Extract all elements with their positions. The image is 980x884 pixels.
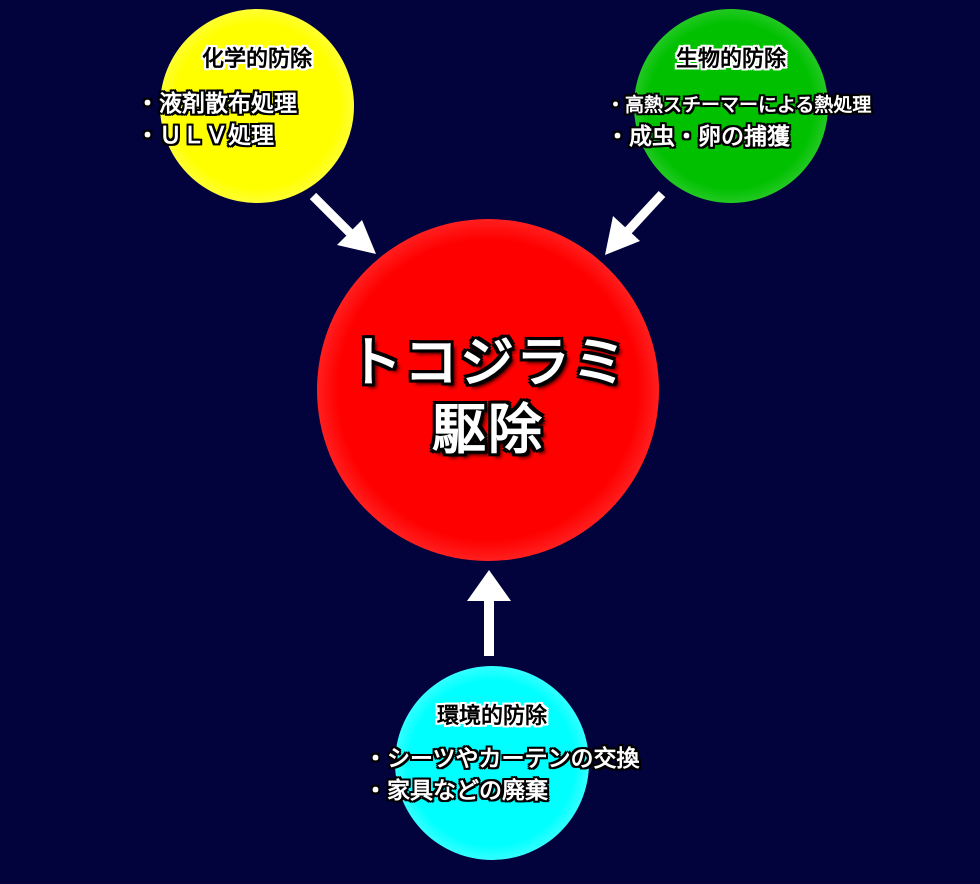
- biological-heading: 生物的防除: [675, 47, 786, 72]
- environmental-list: ・シーツやカーテンの交換 ・家具などの廃棄: [364, 743, 640, 807]
- arrow-environmental-to-center: [467, 570, 511, 656]
- list-item: ・高熱スチーマーによる熱処理: [606, 94, 872, 116]
- environmental-heading: 環境的防除: [436, 704, 547, 729]
- list-item: ・シーツやカーテンの交換: [364, 746, 640, 772]
- center-title-line2: 駆除: [432, 398, 544, 461]
- biological-list: ・高熱スチーマーによる熱処理 ・成虫・卵の捕獲: [606, 89, 871, 153]
- biological-control-circle: [634, 9, 828, 203]
- center-title-line1: トコジラミ: [348, 331, 628, 394]
- chemical-heading: 化学的防除: [201, 47, 312, 72]
- chemical-list: ・液剤散布処理 ・ＵＬＶ処理: [136, 88, 297, 152]
- arrow-chemical-to-center: [309, 192, 376, 254]
- environmental-control-circle: [395, 666, 589, 860]
- arrow-biological-to-center: [605, 190, 666, 255]
- chemical-control-circle: [160, 9, 354, 203]
- list-item: ・成虫・卵の捕獲: [606, 124, 790, 150]
- list-item: ・家具などの廃棄: [364, 778, 548, 804]
- list-item: ・液剤散布処理: [136, 91, 297, 117]
- list-item: ・ＵＬＶ処理: [136, 123, 274, 149]
- center-bedbug-circle: [317, 219, 659, 561]
